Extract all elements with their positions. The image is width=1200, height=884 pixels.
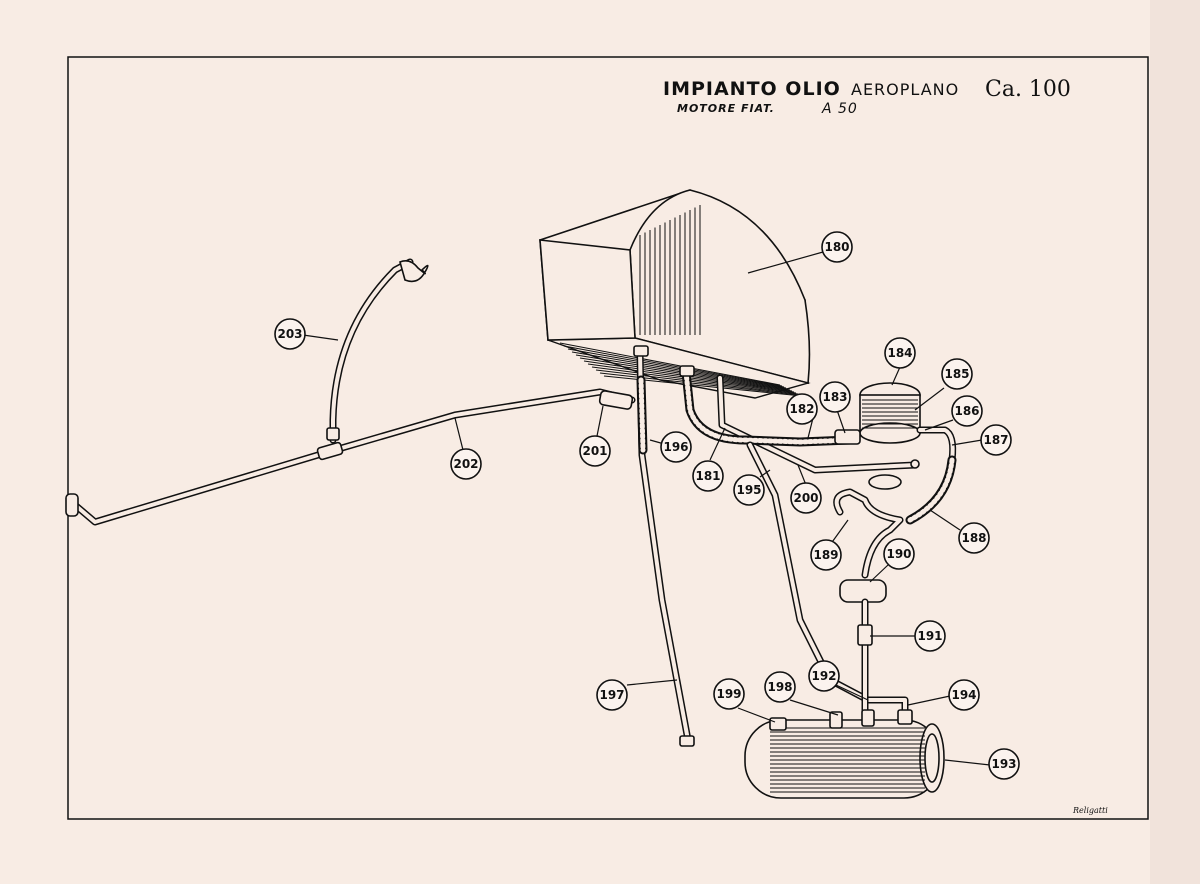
callout-label: 203 [277, 327, 302, 341]
callout-label: 190 [886, 547, 911, 561]
callout-circle [988, 748, 1020, 780]
title-main: IMPIANTO OLIO [663, 78, 841, 100]
oil-filter-184 [834, 382, 921, 445]
callout-circle [274, 318, 306, 350]
callout-190: 190 [883, 538, 915, 570]
callout-181: 181 [692, 460, 724, 492]
callout-circle [713, 678, 745, 710]
callout-191: 191 [914, 620, 946, 652]
filter-hatch [862, 399, 918, 429]
callout-circle [883, 538, 915, 570]
callout-203: 203 [274, 318, 306, 350]
callout-circle [764, 671, 796, 703]
callout-192: 192 [808, 660, 840, 692]
callout-circle [786, 393, 818, 425]
title-aircraft: AEROPLANO [851, 80, 959, 99]
callout-201: 201 [579, 435, 611, 467]
callout-circle [980, 424, 1012, 456]
tank-hatch-front [639, 205, 701, 335]
callout-196: 196 [660, 431, 692, 463]
cooler-hatch [770, 727, 925, 793]
paper-edge-shadow [1150, 0, 1200, 884]
callout-circle [660, 431, 692, 463]
callout-184: 184 [884, 337, 916, 369]
callout-circle [808, 660, 840, 692]
callout-circle [884, 337, 916, 369]
callout-200: 200 [790, 482, 822, 514]
callout-label: 187 [983, 433, 1008, 447]
callout-188: 188 [958, 522, 990, 554]
callout-202: 202 [450, 448, 482, 480]
callout-layer: 180 181 182 183 184 185 186 187 188 189 190 191 192 1… [274, 231, 1020, 780]
callout-label: 199 [716, 687, 741, 701]
hose-187-188 [905, 426, 957, 525]
callout-195: 195 [733, 474, 765, 506]
callout-circle [790, 482, 822, 514]
callout-label: 201 [582, 444, 607, 458]
pipe-196-197 [633, 345, 695, 747]
callout-197: 197 [596, 679, 628, 711]
drawing-frame [67, 56, 1149, 820]
callout-label: 183 [822, 390, 847, 404]
callout-label: 182 [789, 402, 814, 416]
callout-label: 186 [954, 404, 979, 418]
callout-189: 189 [810, 539, 842, 571]
callout-label: 185 [944, 367, 969, 381]
callout-circle [596, 679, 628, 711]
callout-circle [958, 522, 990, 554]
callout-label: 184 [887, 346, 912, 360]
callout-circle [579, 435, 611, 467]
callout-193: 193 [988, 748, 1020, 780]
engine-label: MOTORE FIAT. [677, 102, 775, 115]
oil-tank-180 [539, 189, 811, 399]
callout-label: 192 [811, 669, 836, 683]
callout-circle [948, 679, 980, 711]
callout-187: 187 [980, 424, 1012, 456]
engine-model: A 50 [821, 101, 858, 117]
callout-label: 200 [793, 491, 818, 505]
callout-circle [692, 460, 724, 492]
callout-label: 189 [813, 548, 838, 562]
callout-circle [450, 448, 482, 480]
callout-182: 182 [786, 393, 818, 425]
callout-label: 197 [599, 688, 624, 702]
callout-circle [810, 539, 842, 571]
vent-line-203 [326, 258, 429, 444]
valve-189-190 [833, 474, 904, 603]
drain-191 [857, 598, 873, 714]
callout-199: 199 [713, 678, 745, 710]
callout-circle [914, 620, 946, 652]
draftsman-signature: Religatti [1072, 806, 1108, 815]
callout-circle [951, 395, 983, 427]
callout-circle [941, 358, 973, 390]
callout-194: 194 [948, 679, 980, 711]
leader-lines [302, 251, 991, 766]
callout-label: 180 [824, 240, 849, 254]
callout-label: 181 [695, 469, 720, 483]
callout-label: 193 [991, 757, 1016, 771]
callout-185: 185 [941, 358, 973, 390]
callout-circle [821, 231, 853, 263]
callout-label: 191 [917, 629, 942, 643]
callout-183: 183 [819, 381, 851, 413]
callout-circle [819, 381, 851, 413]
callout-label: 198 [767, 680, 792, 694]
callout-label: 195 [736, 483, 761, 497]
callout-198: 198 [764, 671, 796, 703]
callout-circle [733, 474, 765, 506]
title-block: IMPIANTO OLIO AEROPLANO Ca. 100 MOTORE F… [663, 77, 1071, 117]
callout-186: 186 [951, 395, 983, 427]
callout-label: 202 [453, 457, 478, 471]
callout-180: 180 [821, 231, 853, 263]
pipe-181 [716, 374, 920, 474]
fitting-201 [598, 390, 634, 410]
callout-label: 196 [663, 440, 688, 454]
callout-label: 194 [951, 688, 976, 702]
title-model: Ca. 100 [985, 77, 1071, 102]
callout-label: 188 [961, 531, 986, 545]
oil-cooler-193 [744, 709, 945, 799]
